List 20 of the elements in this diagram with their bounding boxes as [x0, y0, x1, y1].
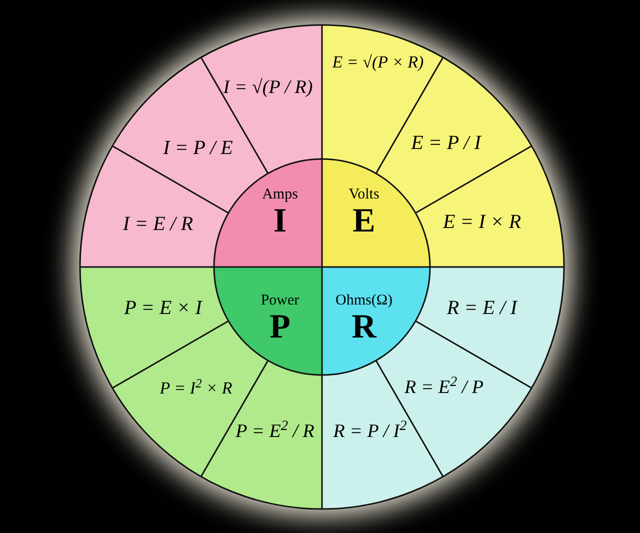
formula: R = E / I — [446, 297, 518, 319]
formula: E = √(P × R) — [332, 52, 424, 72]
formula: R = E$^{2}$ / P — [404, 376, 484, 398]
quantity-symbol: E — [352, 204, 376, 238]
formula: I = √(P / R) — [223, 76, 313, 98]
quantity-name: Ohms(Ω) — [336, 292, 392, 310]
formula: E = I × R — [442, 211, 522, 233]
formula: I = P / E — [163, 137, 233, 159]
formula: E = P / I — [411, 132, 481, 154]
quantity-symbol: R — [352, 310, 376, 344]
quantity-name: Volts — [348, 186, 380, 204]
quantity-symbol: P — [270, 310, 290, 344]
formula: P = E × I — [124, 297, 202, 319]
formula: P = I$^{2}$ × R — [160, 378, 232, 398]
formula: I = E / R — [122, 213, 194, 235]
formula: P = E$^{2}$ / R — [236, 420, 314, 442]
quantity-name: Power — [260, 292, 300, 310]
quantity-name: Amps — [262, 186, 298, 204]
quantity-symbol: I — [273, 204, 287, 238]
formula: R = P / I$^{2}$ — [333, 420, 407, 442]
